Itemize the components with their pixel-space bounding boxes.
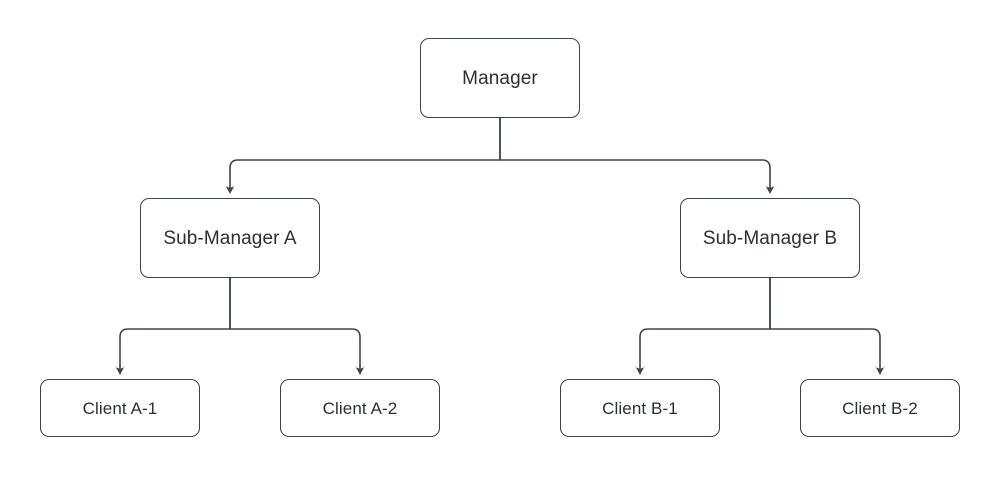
edge-sub-manager-a-client-a-2 [229,278,365,376]
node-sub-manager-a[interactable]: Sub-Manager A [140,198,320,278]
node-client-b-1[interactable]: Client B-1 [560,379,720,437]
node-client-a-2[interactable]: Client A-2 [280,379,440,437]
node-sub-manager-a-label: Sub-Manager A [163,227,297,249]
node-manager-label: Manager [462,67,538,89]
edge-sub-manager-a-client-a-1 [115,278,231,376]
node-client-a-1[interactable]: Client A-1 [40,379,200,437]
node-client-b-2[interactable]: Client B-2 [800,379,960,437]
edge-manager-sub-manager-b [499,118,775,195]
edge-sub-manager-b-client-b-2 [769,278,885,376]
node-manager[interactable]: Manager [420,38,580,118]
edge-sub-manager-b-client-b-1 [635,278,771,376]
edge-manager-sub-manager-a [225,118,501,195]
node-client-a-2-label: Client A-2 [322,398,398,418]
node-sub-manager-b[interactable]: Sub-Manager B [680,198,860,278]
node-client-b-2-label: Client B-2 [842,398,918,418]
node-sub-manager-b-label: Sub-Manager B [702,227,838,249]
node-client-b-1-label: Client B-1 [602,398,678,418]
node-client-a-1-label: Client A-1 [82,398,158,418]
